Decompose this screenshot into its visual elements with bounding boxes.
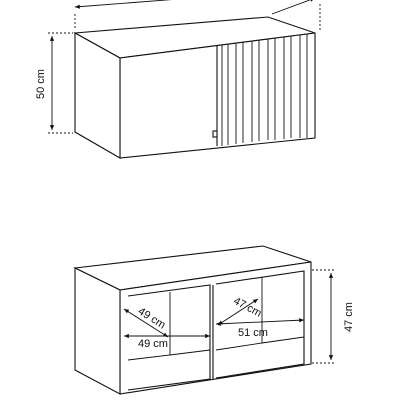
bottom-right-back-floor: [261, 336, 305, 344]
right-width-label: 51 cm: [238, 327, 268, 339]
bottom-height-label: 47 cm: [343, 302, 355, 332]
bottom-height-dimension: [312, 269, 336, 364]
top-width-dimension: [74, 0, 172, 30]
bottom-left-opening: [127, 284, 211, 391]
top-depth-dimension: [271, 0, 321, 30]
left-width-label: 49 cm: [138, 338, 168, 350]
top-cabinet-handle: [212, 130, 218, 138]
left-depth-dimension: [123, 308, 169, 338]
right-width-dimension: [215, 318, 305, 326]
top-cabinet-slats: [221, 34, 308, 146]
bottom-left-back-floor: [169, 349, 211, 356]
top-height-label: 50 cm: [35, 69, 47, 99]
bottom-cabinet-side-face: [74, 267, 121, 395]
top-cabinet: [73, 16, 316, 159]
bottom-cabinet: [73, 245, 312, 395]
top-height-dimension: [48, 32, 73, 134]
top-cabinet-side-face: [74, 32, 121, 159]
bottom-right-opening: [215, 270, 305, 379]
